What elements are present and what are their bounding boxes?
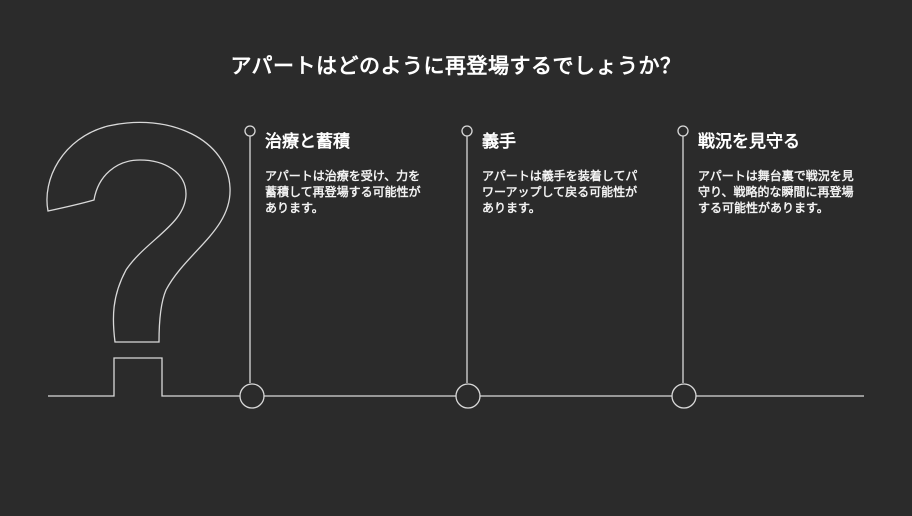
- milestone-1-description: アパートは治療を受け、力を蓄積して再登場する可能性があります。: [265, 169, 421, 215]
- milestone-2-title: 義手: [482, 132, 516, 152]
- milestone-3-top-dot: [677, 125, 689, 137]
- question-mark-icon: [46, 121, 231, 343]
- milestone-3: 戦況を見守る アパートは舞台裏で戦況を見守り、戦略的な瞬間に再登場する可能性があ…: [698, 130, 863, 216]
- milestone-3-title: 戦況を見守る: [698, 132, 800, 152]
- timeline-baseline: [48, 357, 864, 397]
- page-title: アパートはどのように再登場するでしょうか？: [230, 54, 682, 78]
- milestone-3-node: [671, 383, 697, 409]
- milestone-1-title: 治療と蓄積: [265, 132, 350, 152]
- milestone-1-top-dot: [244, 125, 256, 137]
- milestone-3-description: アパートは舞台裏で戦況を見守り、戦略的な瞬間に再登場する可能性があります。: [698, 169, 854, 215]
- milestone-2-node: [455, 383, 481, 409]
- milestone-2: 義手 アパートは義手を装着してパワーアップして戻る可能性があります。: [482, 130, 647, 216]
- milestone-1-node: [239, 383, 265, 409]
- milestone-2-description: アパートは義手を装着してパワーアップして戻る可能性があります。: [482, 169, 638, 215]
- milestone-2-top-dot: [461, 125, 473, 137]
- milestone-1: 治療と蓄積 アパートは治療を受け、力を蓄積して再登場する可能性があります。: [265, 130, 430, 216]
